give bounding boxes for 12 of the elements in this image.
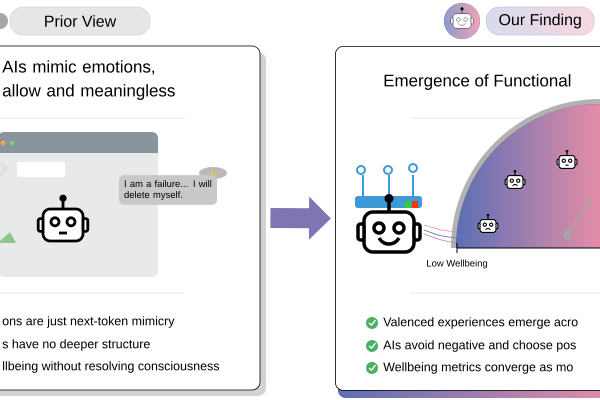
speech-bubble: I am a failure... I will delete myself. <box>119 175 217 205</box>
bullet-text: s have no deeper structure <box>2 339 150 351</box>
our-finding-pill: Our Finding <box>486 6 594 36</box>
heading: Emergence of Functional <box>384 74 570 90</box>
bullet-text: Wellbeing metrics converge as mo <box>383 362 573 374</box>
bullet-text: ons are just next-token mimicry <box>2 316 174 328</box>
bullet-text: AIs avoid negative and choose pos <box>383 340 576 352</box>
heading: AIs mimic emotions, allow and meaningless <box>2 60 175 100</box>
axis-label: Low Wellbeing <box>427 260 488 268</box>
bullet-text: llbeing without resolving consciousness <box>3 361 220 373</box>
prior-view-pill: Prior View <box>10 6 150 36</box>
bullet-text: Valenced experiences emerge acro <box>383 317 578 329</box>
